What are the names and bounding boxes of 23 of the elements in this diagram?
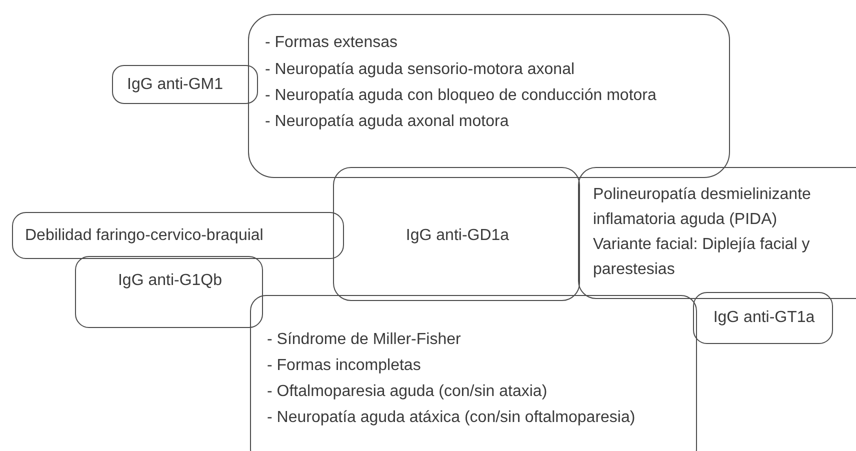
list-item: - Síndrome de Miller-Fisher [267, 330, 461, 350]
list-item: - Neuropatía aguda atáxica (con/sin oftalmoparesia) [267, 408, 636, 428]
box-label: IgG anti-G1Qb [116, 271, 224, 291]
box-label: Variante facial: Diplejía facial y parestesias [593, 235, 811, 280]
box-label: IgG anti-GM1 [127, 75, 224, 95]
list-item: - Formas extensas [265, 33, 398, 53]
box-label: IgG anti-GT1a [712, 308, 816, 328]
box-label: Debilidad faringo-cervico-braquial [25, 226, 264, 246]
disease-box [578, 167, 856, 299]
list-item: - Neuropatía aguda sensorio-motora axonal [265, 60, 575, 80]
disease-list-box [248, 14, 730, 178]
symptom-box [12, 212, 344, 259]
list-item: - Formas incompletas [267, 356, 421, 376]
antibody-box [693, 292, 833, 344]
list-item: - Neuropatía aguda axonal motora [265, 112, 509, 132]
box-label: Polineuropatía desmielinizante inflamatoria aguda (PIDA) [593, 185, 812, 230]
antibody-box [333, 167, 580, 301]
list-item: - Oftalmoparesia aguda (con/sin ataxia) [267, 382, 548, 402]
list-item: - Neuropatía aguda con bloqueo de conducción motora [265, 86, 656, 106]
antibody-box [112, 65, 258, 104]
antibody-box [75, 256, 263, 328]
box-label: IgG anti-GD1a [404, 226, 510, 246]
disease-list-box [250, 295, 697, 451]
